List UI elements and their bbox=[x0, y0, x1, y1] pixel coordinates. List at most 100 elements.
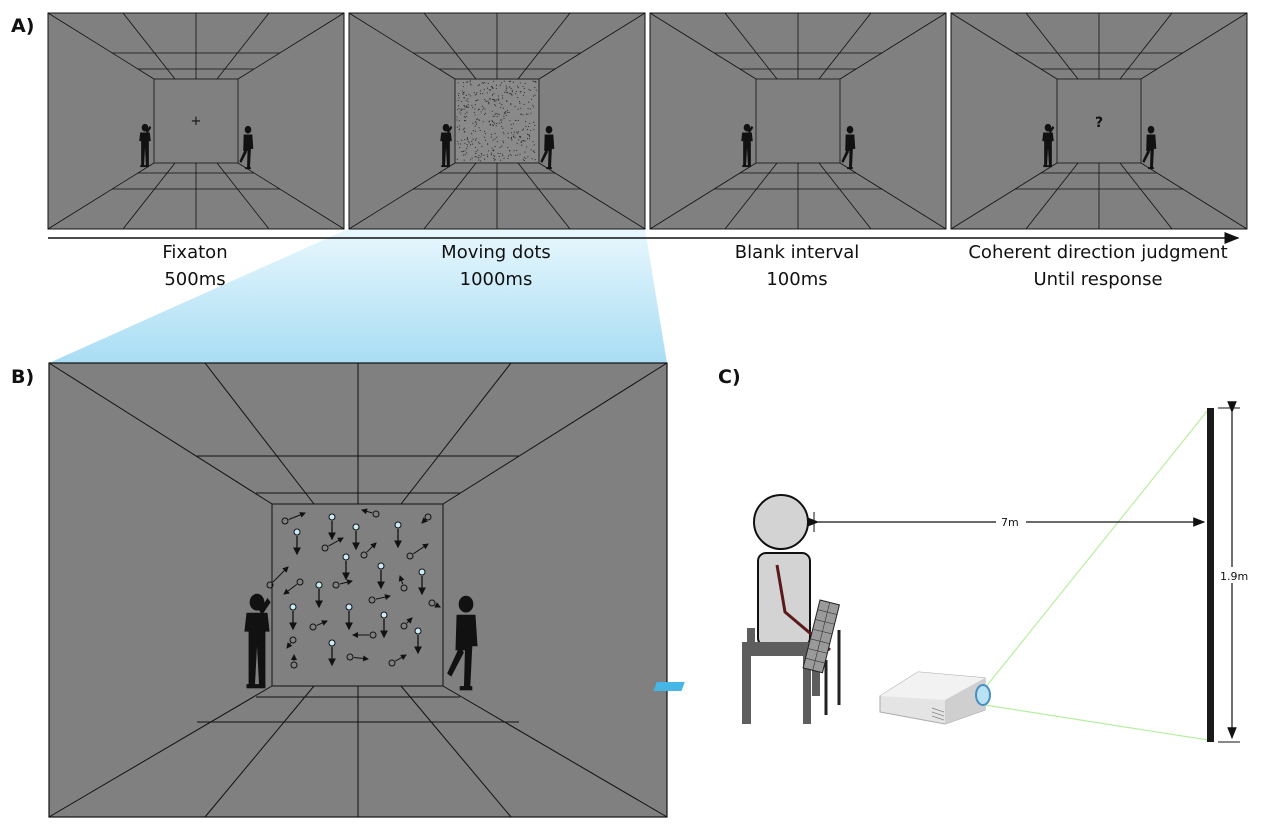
tiny-dot bbox=[490, 154, 492, 156]
tiny-dot bbox=[532, 140, 534, 143]
tiny-dot bbox=[498, 98, 500, 100]
tiny-dot bbox=[505, 114, 507, 117]
tiny-dot bbox=[523, 103, 525, 105]
tiny-dot bbox=[495, 105, 497, 107]
tiny-dot bbox=[500, 82, 502, 84]
tiny-dot bbox=[502, 131, 504, 133]
tiny-dot bbox=[522, 159, 524, 161]
tiny-dot bbox=[521, 140, 523, 142]
tiny-dot bbox=[510, 104, 512, 106]
tiny-dot bbox=[472, 106, 474, 109]
tiny-dot bbox=[509, 120, 511, 122]
tiny-dot bbox=[505, 85, 507, 87]
random-arrow bbox=[366, 542, 377, 553]
random-arrow bbox=[316, 620, 328, 626]
tiny-dot bbox=[485, 139, 487, 141]
random-arrow bbox=[328, 537, 344, 547]
tiny-dot bbox=[502, 107, 504, 109]
tiny-dot bbox=[495, 125, 497, 127]
tiny-dot bbox=[462, 128, 464, 130]
enlarged-room bbox=[48, 362, 668, 818]
tiny-dot bbox=[491, 94, 493, 96]
random-arrow bbox=[288, 512, 306, 520]
tiny-dot bbox=[475, 139, 477, 141]
tiny-dot bbox=[491, 124, 493, 126]
tiny-dot bbox=[507, 157, 509, 159]
tiny-dot bbox=[529, 89, 531, 91]
beam-top bbox=[984, 409, 1209, 689]
random-arrow bbox=[375, 594, 391, 601]
tiny-dot bbox=[528, 134, 531, 136]
tiny-dot bbox=[502, 155, 504, 157]
tiny-dot bbox=[475, 153, 477, 155]
tiny-dot bbox=[533, 144, 535, 146]
tiny-dot bbox=[496, 115, 498, 118]
random-arrow bbox=[286, 642, 293, 649]
tiny-dot bbox=[463, 85, 465, 88]
tiny-dot bbox=[482, 82, 484, 84]
tiny-dot bbox=[465, 120, 467, 122]
tiny-dot bbox=[474, 121, 477, 123]
tiny-dot bbox=[530, 129, 532, 132]
tiny-dot bbox=[510, 93, 512, 96]
tiny-dot bbox=[516, 154, 518, 156]
tiny-dot bbox=[523, 87, 525, 90]
tiny-dot bbox=[500, 125, 503, 127]
tiny-dot bbox=[534, 80, 536, 82]
tiny-dot bbox=[464, 113, 466, 115]
tiny-dot bbox=[527, 108, 529, 110]
tiny-dot bbox=[499, 84, 501, 86]
random-dot bbox=[321, 544, 329, 552]
motion-dots bbox=[266, 508, 441, 669]
tiny-dot bbox=[514, 106, 516, 108]
tiny-dot bbox=[467, 104, 469, 106]
panel-label-a: A) bbox=[11, 15, 34, 37]
random-arrow bbox=[434, 602, 441, 608]
tiny-dot bbox=[492, 99, 494, 101]
tiny-dot bbox=[469, 83, 472, 85]
tiny-dot bbox=[464, 154, 466, 156]
tiny-dot bbox=[474, 114, 476, 116]
random-dot bbox=[346, 653, 354, 661]
tiny-dot bbox=[487, 143, 489, 145]
coherent-dot bbox=[328, 513, 336, 521]
tiny-dot bbox=[497, 95, 499, 97]
tiny-dot bbox=[459, 147, 461, 149]
tiny-dot bbox=[522, 85, 524, 88]
tiny-dot bbox=[463, 159, 465, 161]
tiny-dot bbox=[488, 98, 490, 100]
tiny-dot bbox=[505, 111, 507, 113]
tiny-dot bbox=[533, 121, 535, 123]
tiny-dot bbox=[534, 124, 536, 126]
projection-screen bbox=[1207, 408, 1214, 742]
tiny-dot bbox=[463, 93, 465, 95]
tiny-dot bbox=[510, 138, 512, 140]
tiny-dot bbox=[482, 121, 484, 123]
tiny-dot bbox=[480, 153, 482, 155]
caption-judgment-duration: Until response bbox=[1033, 269, 1162, 290]
tiny-dot bbox=[500, 119, 502, 121]
tiny-dot bbox=[496, 123, 498, 125]
tiny-dot bbox=[530, 149, 532, 151]
tiny-dot bbox=[524, 82, 526, 84]
tiny-dot bbox=[493, 98, 495, 100]
random-dot bbox=[281, 517, 289, 525]
tiny-dot bbox=[524, 151, 526, 153]
tiny-dot bbox=[470, 144, 472, 146]
tiny-dot bbox=[519, 137, 521, 139]
tiny-dot bbox=[494, 132, 496, 135]
tiny-dot bbox=[511, 94, 513, 96]
tiny-dot bbox=[462, 150, 464, 153]
tiny-dot bbox=[510, 88, 512, 90]
tiny-dot bbox=[493, 121, 495, 123]
tiny-dot bbox=[475, 151, 477, 153]
tiny-dot bbox=[518, 135, 520, 137]
tiny-dot bbox=[502, 140, 504, 142]
tiny-dot bbox=[493, 154, 495, 156]
random-arrow bbox=[406, 617, 413, 624]
tiny-dot bbox=[516, 131, 518, 133]
tiny-dot bbox=[461, 108, 463, 111]
random-arrow bbox=[283, 584, 298, 595]
tiny-dot bbox=[481, 82, 483, 84]
tiny-dot bbox=[525, 113, 527, 115]
